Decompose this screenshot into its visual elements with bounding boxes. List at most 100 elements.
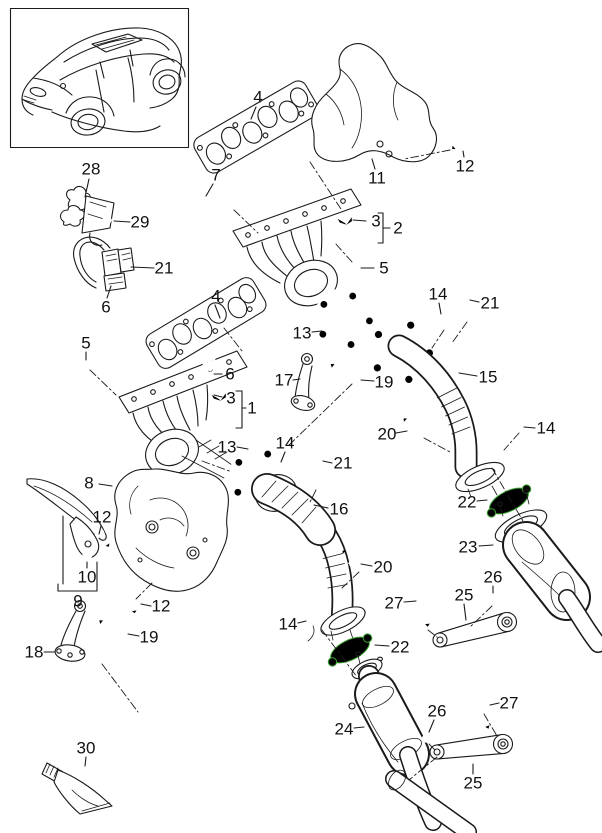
callout-part-7-4[interactable]: 7 <box>211 166 220 185</box>
callout-part-5-20[interactable]: 5 <box>81 334 90 353</box>
callout-leader-line <box>353 726 365 729</box>
callout-part-15-14[interactable]: 15 <box>479 368 498 387</box>
callout-leader-line <box>352 219 367 222</box>
callout-part-11-6[interactable]: 11 <box>368 169 386 188</box>
callout-leader-line <box>523 426 536 429</box>
callout-part-27-36[interactable]: 27 <box>385 594 404 613</box>
callout-part-14-12[interactable]: 14 <box>429 285 448 304</box>
part-27-bolt-lower-drawing <box>471 698 494 731</box>
part-4-manifold-gasket-lower-drawing <box>145 277 267 369</box>
part-30-sealant-tube-drawing <box>41 762 113 815</box>
callout-part-20-17[interactable]: 20 <box>378 425 397 444</box>
callout-leader-line <box>360 563 373 567</box>
callout-part-13-24[interactable]: 13 <box>218 438 237 457</box>
callout-part-12-29[interactable]: 12 <box>93 508 112 527</box>
callout-leader-line <box>98 483 113 487</box>
callout-part-19-33[interactable]: 19 <box>140 628 159 647</box>
part-5-nut-left-drawing <box>79 360 91 372</box>
callout-leader-line <box>458 372 478 377</box>
part-11-heat-shield-drawing <box>311 43 438 163</box>
callout-part-1-23[interactable]: 1 <box>247 399 256 418</box>
callout-part-25-46[interactable]: 25 <box>464 774 483 793</box>
callout-part-23-40[interactable]: 23 <box>459 538 478 557</box>
callout-leader-line <box>360 379 375 382</box>
part-21-connector-drawing <box>73 236 135 289</box>
callout-part-30-47[interactable]: 30 <box>77 739 96 758</box>
part-16-catalytic-pipe-left-drawing <box>251 473 366 641</box>
callout-part-2-9[interactable]: 2 <box>393 219 402 238</box>
part-21-oxygen-sensor-right-drawing <box>456 270 476 323</box>
part-20-bolt-upper-drawing <box>400 414 422 436</box>
callout-part-21-26[interactable]: 21 <box>334 454 353 473</box>
part-5-nut-right-drawing <box>345 262 357 274</box>
part-24-catalytic-converter-left-drawing <box>348 651 477 833</box>
callout-part-14-25[interactable]: 14 <box>276 434 295 453</box>
callout-part-17-15[interactable]: 17 <box>275 371 294 390</box>
callout-part-10-30[interactable]: 10 <box>78 568 97 587</box>
callout-part-20-35[interactable]: 20 <box>374 558 393 577</box>
callout-part-14-18[interactable]: 14 <box>537 419 556 438</box>
callout-part-8-28[interactable]: 8 <box>84 474 93 493</box>
vehicle-thumbnail <box>9 7 190 149</box>
callout-part-27-45[interactable]: 27 <box>500 694 519 713</box>
part-3-wedge-upper-drawing <box>336 211 354 227</box>
callout-part-3-8[interactable]: 3 <box>371 212 380 231</box>
cayenne-suv-line-art-icon <box>21 27 186 136</box>
callout-leader-line <box>140 603 152 607</box>
callout-leader-line <box>403 600 417 603</box>
callout-part-6-3[interactable]: 6 <box>101 298 110 317</box>
assembly-axis-lines <box>89 149 524 781</box>
callout-part-13-11[interactable]: 13 <box>293 324 312 343</box>
part-15-catalytic-pipe-drawing <box>387 334 505 498</box>
callout-part-12-7[interactable]: 12 <box>456 157 475 176</box>
callout-leader-line <box>313 504 329 509</box>
part-17-bracket-drawing <box>290 352 316 411</box>
callout-leader-line <box>292 378 301 381</box>
callout-leader-line <box>113 220 131 223</box>
callout-leader-line <box>98 525 102 535</box>
part-26-nut-upper-drawing <box>488 592 500 602</box>
callout-leader-line <box>213 394 223 398</box>
callout-part-25-42[interactable]: 25 <box>455 586 474 605</box>
part-19-bolt-upper-drawing <box>327 359 359 386</box>
callout-part-22-39[interactable]: 22 <box>458 493 477 512</box>
callout-part-6-21[interactable]: 6 <box>225 365 234 384</box>
callout-part-5-10[interactable]: 5 <box>379 259 388 278</box>
callout-part-18-34[interactable]: 18 <box>25 643 44 662</box>
callout-part-24-43[interactable]: 24 <box>335 720 354 739</box>
callout-part-16-27[interactable]: 16 <box>330 500 349 519</box>
callout-part-3-22[interactable]: 3 <box>226 389 235 408</box>
callout-part-26-44[interactable]: 26 <box>428 702 447 721</box>
callout-leader-line <box>214 304 221 319</box>
callout-part-14-37[interactable]: 14 <box>279 615 298 634</box>
part-14-nut-upper-drawing <box>436 316 448 328</box>
callout-leader-line <box>250 106 257 120</box>
callout-part-22-38[interactable]: 22 <box>391 638 410 657</box>
callout-part-28-0[interactable]: 28 <box>82 160 101 179</box>
part-19-bolt-lower-drawing <box>96 616 127 643</box>
part-25-support-bracket-upper-drawing <box>432 611 518 648</box>
callout-leader-line <box>428 719 435 733</box>
callout-leader-line <box>478 544 494 547</box>
callout-leader-line <box>84 756 87 767</box>
callout-part-19-16[interactable]: 19 <box>375 373 394 392</box>
callout-leader-line <box>438 302 442 315</box>
callout-leader-line <box>84 178 90 198</box>
callout-leader-line <box>236 446 249 450</box>
callout-leader-line <box>374 644 390 647</box>
callout-part-9-31[interactable]: 9 <box>73 592 82 611</box>
callout-part-4-19[interactable]: 4 <box>211 287 220 306</box>
callout-part-12-32[interactable]: 12 <box>152 597 171 616</box>
callout-leader-line <box>462 150 465 158</box>
part-4-manifold-gasket-upper-drawing <box>193 80 319 174</box>
callout-part-21-13[interactable]: 21 <box>481 294 500 313</box>
callout-part-29-1[interactable]: 29 <box>131 213 150 232</box>
part-25-support-bracket-lower-drawing <box>429 733 514 760</box>
callout-part-21-2[interactable]: 21 <box>155 259 174 278</box>
part-14-nut-clip-drawing <box>305 615 317 642</box>
callout-part-26-41[interactable]: 26 <box>484 568 503 587</box>
callout-leader-line <box>106 285 112 299</box>
callout-leader-line <box>127 633 140 637</box>
callout-part-4-5[interactable]: 4 <box>253 88 262 107</box>
